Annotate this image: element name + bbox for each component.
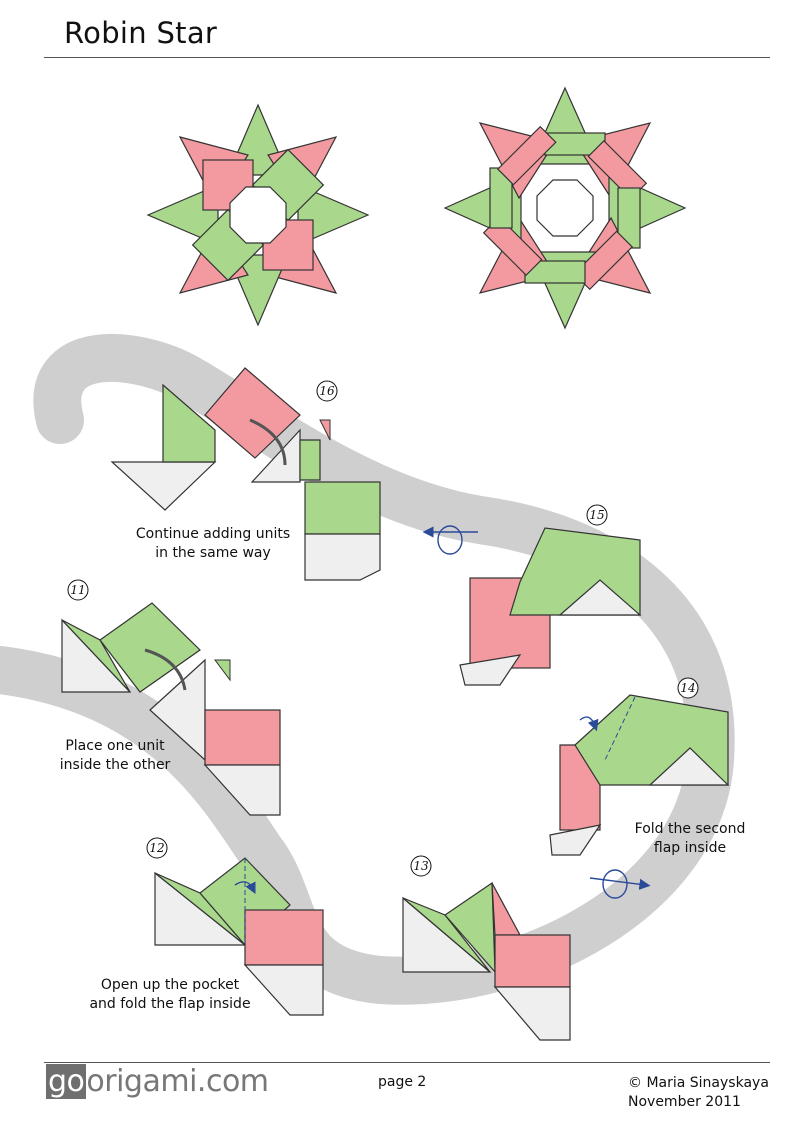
page-number: page 2 — [378, 1074, 427, 1090]
step-number-16: 16 — [319, 384, 335, 398]
turn-over-arrow-top — [422, 525, 478, 555]
footer-divider — [44, 1062, 770, 1063]
step-11-diagram — [61, 602, 281, 816]
step-13-diagram — [402, 881, 571, 1041]
step-15-diagram — [459, 527, 642, 686]
step-12-diagram — [154, 857, 324, 1016]
page-title: Robin Star — [64, 16, 218, 50]
step-14-diagram — [549, 694, 730, 856]
step-number-15: 15 — [589, 508, 604, 522]
step-number-13: 13 — [413, 859, 429, 873]
author: © Maria Sinayskaya — [628, 1075, 769, 1091]
step-number-11: 11 — [70, 583, 85, 597]
star-model-front — [146, 103, 370, 327]
star-model-back — [443, 86, 687, 330]
step-number-12: 12 — [149, 841, 164, 855]
date: November 2011 — [628, 1094, 741, 1110]
copyright: © Maria Sinayskaya November 2011 — [628, 1074, 769, 1112]
step-number-14: 14 — [680, 681, 695, 695]
goorigami-logo[interactable]: goorigami.com — [46, 1064, 269, 1099]
step-16-diagram — [110, 367, 381, 581]
turn-over-arrow-bottom — [589, 869, 651, 899]
title-divider — [44, 57, 770, 58]
